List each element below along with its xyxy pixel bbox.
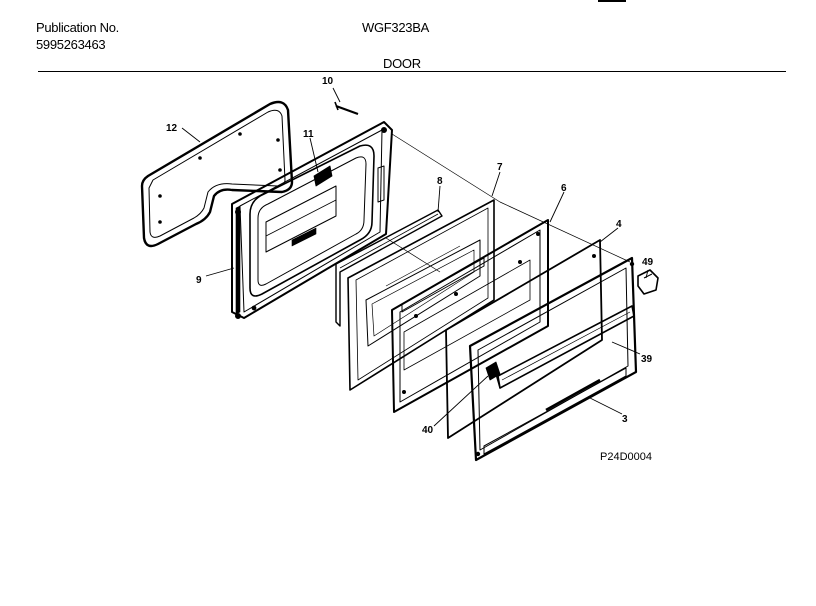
- callout-labels: 10 12 11 9 8 7 6 4 49 39 40 3 P24D0004: [166, 76, 654, 463]
- callout-4: 4: [616, 219, 622, 230]
- callout-3: 3: [622, 414, 628, 425]
- section-title: DOOR: [383, 56, 421, 71]
- callout-40: 40: [422, 425, 434, 436]
- callout-39: 39: [641, 354, 653, 365]
- outer-frame-part-3: [468, 256, 638, 462]
- bracket-part-40: [485, 361, 501, 381]
- door-liner-part-7: [347, 199, 495, 391]
- callout-49: 49: [642, 257, 654, 268]
- assembly-guides: [385, 133, 631, 273]
- callout-12: 12: [166, 123, 178, 134]
- callout-8: 8: [437, 176, 443, 187]
- top-edge-mark: [598, 0, 626, 2]
- callout-7: 7: [497, 162, 503, 173]
- outer-glass-part-4: [445, 239, 603, 439]
- screw-part-10: [334, 101, 359, 116]
- callout-11: 11: [303, 129, 314, 140]
- figure-id: P24D0004: [600, 451, 652, 463]
- publication-number: 5995263463: [36, 37, 106, 52]
- header-rule: [38, 71, 786, 72]
- endcap-part-49: [637, 269, 659, 295]
- publication-label: Publication No.: [36, 20, 119, 35]
- gasket-part-12: [140, 100, 294, 248]
- callout-10: 10: [322, 76, 334, 87]
- model-number: WGF323BA: [362, 20, 429, 35]
- inner-glass-part-6: [391, 219, 549, 413]
- leader-lines: [181, 87, 649, 427]
- handle-part-39: [495, 305, 635, 389]
- inner-door-part-9: [231, 121, 393, 320]
- callout-6: 6: [561, 183, 567, 194]
- callout-9: 9: [196, 275, 202, 286]
